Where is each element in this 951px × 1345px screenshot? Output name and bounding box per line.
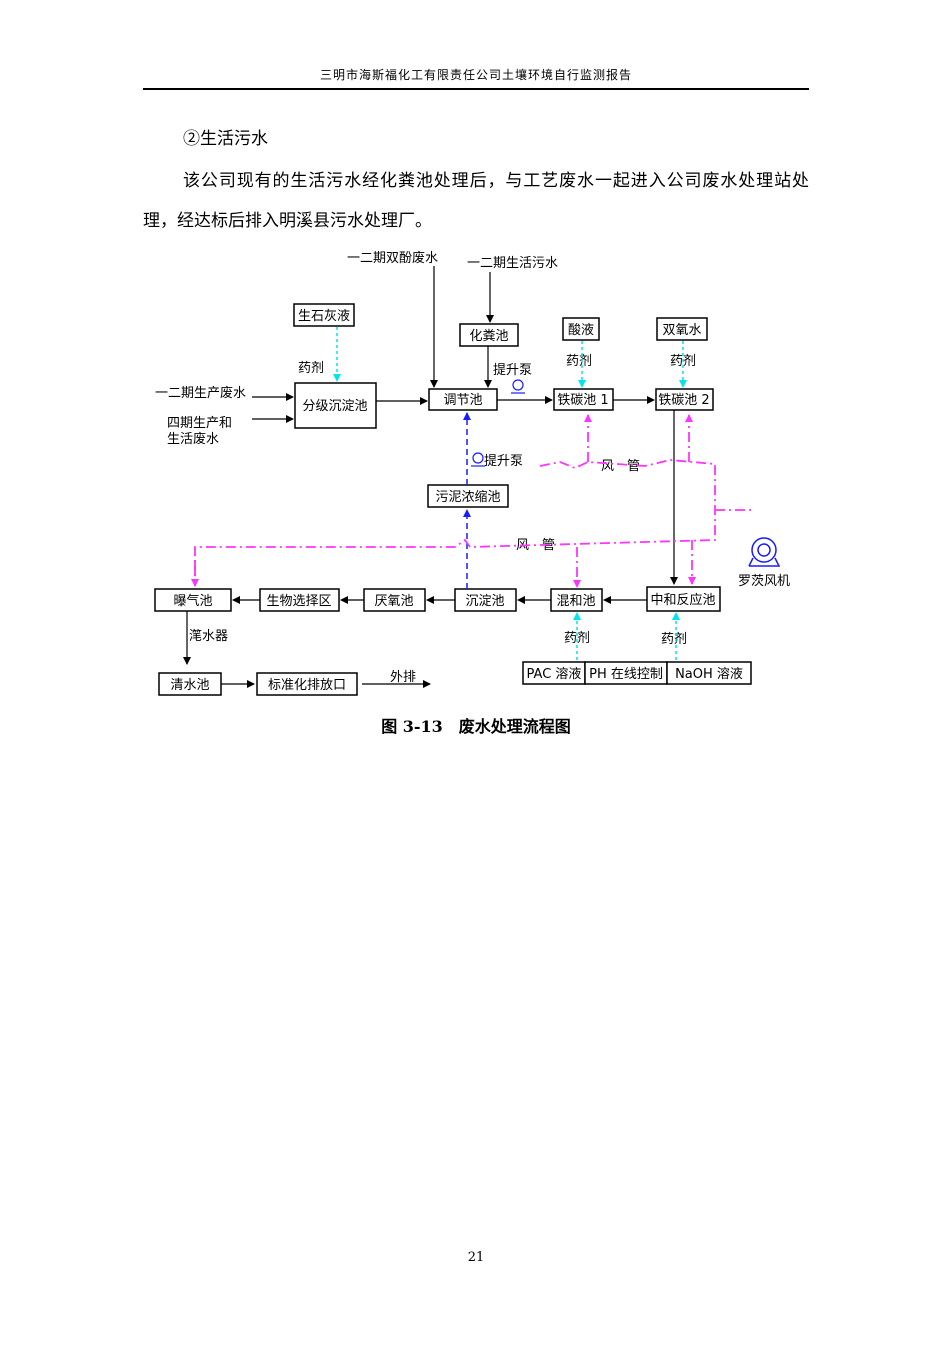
box-sedimentation-tank: 沉淀池 — [454, 588, 517, 612]
svg-text:调节池: 调节池 — [443, 393, 482, 408]
pump-icon — [471, 452, 485, 467]
label-air-pipe-1: 风 管 — [601, 459, 640, 474]
label-agent-naoh: 药剂 — [661, 632, 687, 647]
label-roots-blower: 罗茨风机 — [738, 574, 790, 589]
label-domestic-sewage: 一二期生活污水 — [467, 256, 558, 271]
svg-text:铁碳池 2: 铁碳池 2 — [658, 393, 709, 408]
box-ph-control: PH 在线控制 — [584, 661, 668, 685]
svg-text:NaOH 溶液: NaOH 溶液 — [675, 667, 743, 682]
section-heading: ②生活污水 — [183, 129, 268, 149]
svg-text:生物选择区: 生物选择区 — [266, 594, 331, 609]
label-discharge: 外排 — [390, 670, 416, 685]
page-number: 21 — [467, 1250, 485, 1265]
svg-text:沉淀池: 沉淀池 — [465, 594, 504, 609]
svg-text:标准化排放口: 标准化排放口 — [268, 678, 346, 693]
label-production-wastewater: 一二期生产废水 — [155, 385, 246, 401]
label-lift-pump-1: 提升泵 — [493, 362, 532, 378]
label-phenol-wastewater: 一二期双酚废水 — [347, 250, 438, 266]
box-naoh-solution: NaOH 溶液 — [666, 661, 752, 685]
svg-text:污泥浓缩池: 污泥浓缩池 — [435, 489, 500, 505]
svg-text:分级沉淀池: 分级沉淀池 — [302, 399, 367, 414]
box-peroxide: 双氧水 — [656, 317, 708, 341]
svg-text:中和反应池: 中和反应池 — [650, 592, 715, 608]
wastewater-flow-diagram: 生石灰液 化粪池 酸液 双氧水 分级沉淀池 调节池 铁碳池 1 铁碳池 2 污泥… — [154, 250, 790, 696]
box-lime: 生石灰液 — [293, 303, 355, 327]
box-regulating-tank: 调节池 — [428, 388, 498, 411]
svg-text:生石灰液: 生石灰液 — [298, 309, 350, 324]
label-lift-pump-2: 提升泵 — [484, 453, 523, 469]
box-septic-tank: 化粪池 — [459, 323, 519, 347]
svg-text:双氧水: 双氧水 — [662, 323, 701, 338]
svg-text:铁碳池 1: 铁碳池 1 — [557, 393, 608, 408]
box-neutralization-tank: 中和反应池 — [646, 586, 721, 612]
svg-text:PAC 溶液: PAC 溶液 — [527, 667, 582, 682]
box-mixing-tank: 混和池 — [550, 588, 603, 612]
box-aeration-tank: 曝气池 — [154, 588, 232, 612]
pump-icon — [511, 379, 525, 394]
figure-caption: 图 3-13 废水处理流程图 — [381, 717, 571, 736]
label-phase4-line1: 四期生产和 — [167, 416, 232, 431]
svg-text:化粪池: 化粪池 — [469, 329, 508, 344]
label-agent-lime: 药剂 — [298, 361, 324, 376]
svg-text:曝气池: 曝气池 — [173, 593, 212, 609]
air-pipe-lines — [191, 414, 755, 588]
label-decanter: 滗水器 — [189, 629, 228, 644]
box-anoxic-tank: 厌氧池 — [363, 588, 426, 612]
svg-text:混和池: 混和池 — [556, 594, 595, 609]
svg-text:PH 在线控制: PH 在线控制 — [589, 667, 663, 682]
box-clear-water-tank: 清水池 — [158, 672, 222, 696]
box-grade-settling: 分级沉淀池 — [294, 382, 377, 429]
box-bio-selector: 生物选择区 — [259, 588, 340, 612]
box-fe-c-tank-2: 铁碳池 2 — [655, 388, 714, 411]
roots-blower-icon — [748, 537, 781, 567]
box-sludge-thickener: 污泥浓缩池 — [427, 484, 509, 508]
box-fe-c-tank-1: 铁碳池 1 — [553, 388, 614, 411]
svg-text:厌氧池: 厌氧池 — [374, 594, 413, 609]
svg-text:酸液: 酸液 — [568, 323, 594, 338]
label-agent-pac: 药剂 — [564, 631, 590, 646]
chemical-dosing-lines — [333, 327, 687, 660]
svg-text:清水池: 清水池 — [170, 678, 209, 693]
header-rule — [143, 88, 809, 90]
box-pac-solution: PAC 溶液 — [522, 661, 586, 685]
box-standard-outfall: 标准化排放口 — [256, 672, 358, 696]
process-flow-arrows — [183, 266, 678, 688]
box-acid: 酸液 — [562, 317, 600, 341]
label-phase4-line2: 生活废水 — [167, 431, 219, 447]
page-header: 三明市海斯福化工有限责任公司土壤环境自行监测报告 — [319, 68, 632, 82]
label-agent-acid: 药剂 — [566, 354, 592, 369]
body-paragraph: 该公司现有的生活污水经化粪池处理后，与工艺废水一起进入公司废水处理站处理，经达标… — [143, 171, 809, 231]
